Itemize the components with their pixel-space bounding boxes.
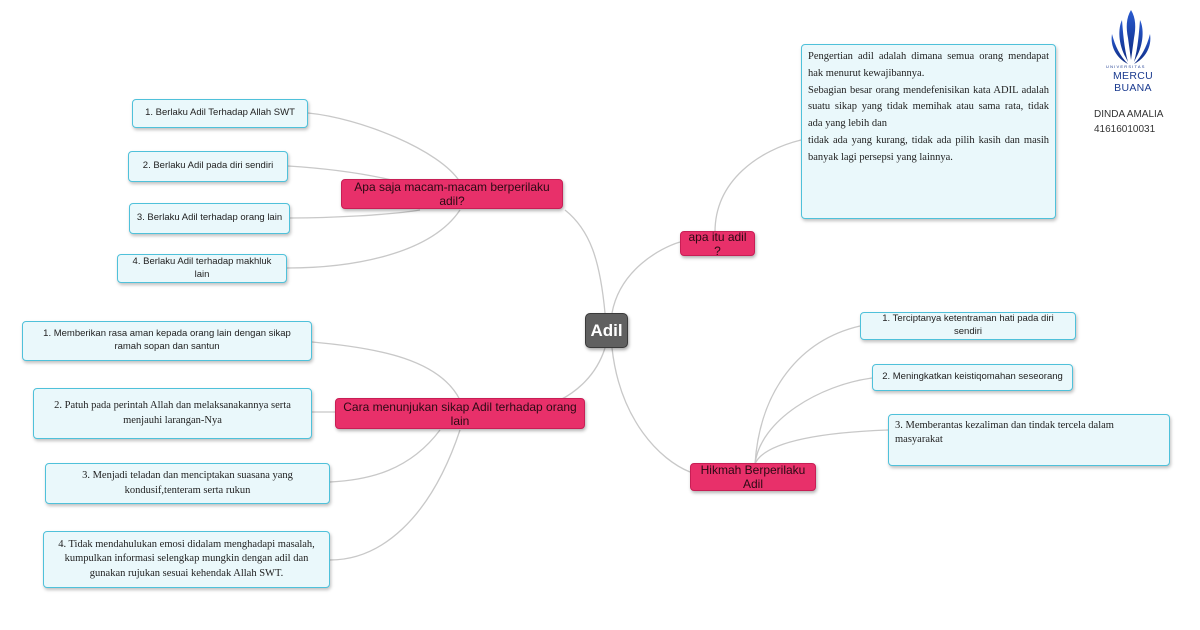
branch-macam[interactable]: Apa saja macam-macam berperilaku adil? [341,179,563,209]
leaf-macam-3[interactable]: 3. Berlaku Adil terhadap orang lain [129,203,290,234]
leaf-hikmah-3[interactable]: 3. Memberantas kezaliman dan tindak terc… [888,414,1170,466]
leaf-cara-1[interactable]: 1. Memberikan rasa aman kepada orang lai… [22,321,312,361]
logo-text: MERCU BUANA [1113,70,1153,94]
central-node[interactable]: Adil [585,313,628,348]
author-block: DINDA AMALIA 41616010031 [1094,108,1163,137]
branch-apa[interactable]: apa itu adil ? [680,230,755,258]
branch-cara[interactable]: Cara menunjukan sikap Adil terhadap oran… [335,398,585,429]
branch-hikmah[interactable]: Hikmah Berperilaku Adil [690,463,816,491]
definition-note[interactable]: Pengertian adil adalah dimana semua oran… [801,44,1056,219]
leaf-macam-4[interactable]: 4. Berlaku Adil terhadap makhluk lain [117,254,287,283]
leaf-macam-2[interactable]: 2. Berlaku Adil pada diri sendiri [128,151,288,182]
note-paragraph-3: tidak ada yang kurang, tidak ada pilih k… [808,134,1049,163]
note-paragraph-1: Pengertian adil adalah dimana semua oran… [808,51,1049,79]
leaf-cara-2[interactable]: 2. Patuh pada perintah Allah dan melaksa… [33,388,312,439]
author-name: DINDA AMALIA [1094,109,1164,120]
leaf-cara-4[interactable]: 4. Tidak mendahulukan emosi didalam meng… [43,531,330,588]
mercu-buana-logo [1111,10,1151,64]
leaf-macam-1[interactable]: 1. Berlaku Adil Terhadap Allah SWT [132,99,308,128]
leaf-hikmah-2[interactable]: 2. Meningkatkan keistiqomahan seseorang [872,364,1073,391]
leaf-cara-3[interactable]: 3. Menjadi teladan dan menciptakan suasa… [45,463,330,504]
note-paragraph-2: Sebagian besar orang mendefenisikan kata… [808,84,1049,130]
logo-subtitle: UNIVERSITAS [1106,64,1146,69]
leaf-hikmah-1[interactable]: 1. Terciptanya ketentraman hati pada dir… [860,312,1076,340]
author-id: 41616010031 [1094,123,1156,135]
